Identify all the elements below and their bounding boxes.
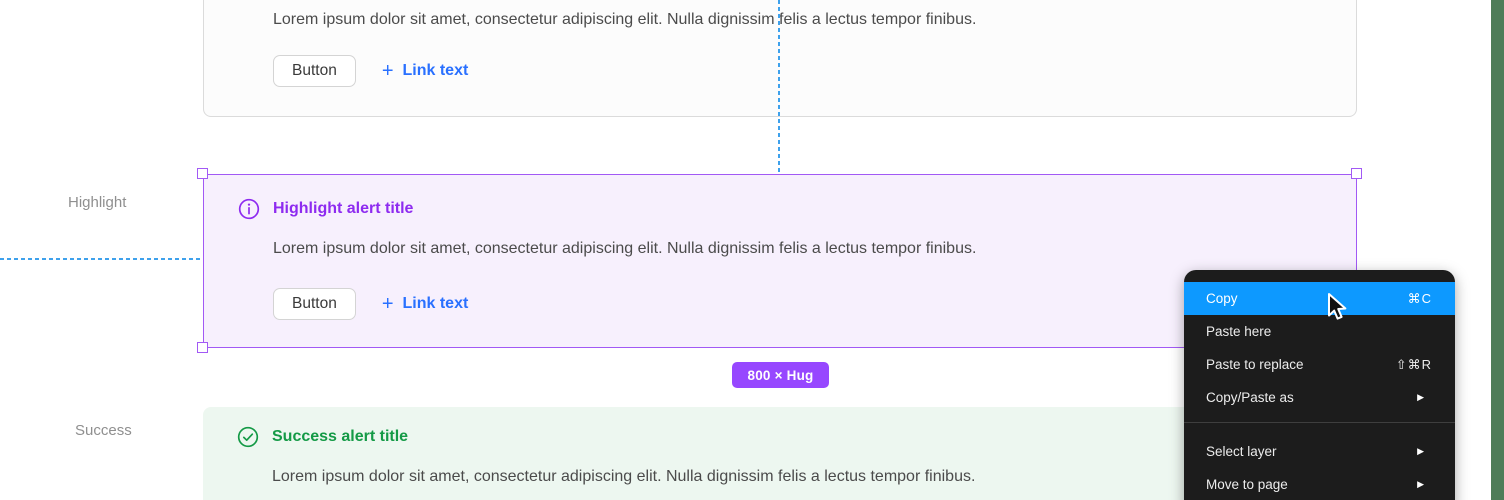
- info-circle-icon: [238, 198, 260, 220]
- alert-body-text: Lorem ipsum dolor sit amet, consectetur …: [273, 11, 977, 28]
- cursor-icon: [1322, 291, 1352, 330]
- menu-item-label: Paste to replace: [1206, 357, 1304, 372]
- selection-handle-top-right[interactable]: [1351, 168, 1362, 179]
- check-circle-icon: [237, 426, 259, 448]
- submenu-arrow-icon: ▶: [1417, 446, 1424, 457]
- alert-body-text: Lorem ipsum dolor sit amet, consectetur …: [273, 240, 977, 257]
- plus-icon: +: [381, 293, 394, 315]
- alert-button[interactable]: Button: [273, 288, 356, 320]
- menu-item-select-layer[interactable]: Select layer ▶: [1184, 435, 1455, 468]
- alert-title-highlight: Highlight alert title: [273, 200, 414, 217]
- menu-shortcut: ⇧⌘R: [1395, 356, 1432, 372]
- selection-handle-top-left[interactable]: [197, 168, 208, 179]
- menu-item-label: Copy: [1206, 291, 1238, 306]
- alert-actions: Button + Link text: [273, 55, 468, 87]
- menu-shortcut: ⌘C: [1407, 290, 1432, 306]
- menu-item-label: Copy/Paste as: [1206, 390, 1294, 405]
- vertical-guide-line: [778, 0, 780, 174]
- menu-item-move-to-page[interactable]: Move to page ▶: [1184, 468, 1455, 500]
- menu-item-copy[interactable]: Copy ⌘C: [1184, 282, 1455, 315]
- alert-card-top[interactable]: Lorem ipsum dolor sit amet, consectetur …: [203, 0, 1357, 117]
- submenu-arrow-icon: ▶: [1417, 479, 1424, 490]
- side-label-success: Success: [75, 422, 132, 439]
- alert-body-text: Lorem ipsum dolor sit amet, consectetur …: [272, 468, 976, 485]
- menu-item-paste-to-replace[interactable]: Paste to replace ⇧⌘R: [1184, 348, 1455, 381]
- menu-item-label: Paste here: [1206, 324, 1272, 339]
- context-menu: Copy ⌘C Paste here Paste to replace ⇧⌘R …: [1184, 270, 1455, 500]
- alert-link-label: Link text: [402, 295, 469, 312]
- alert-card-highlight[interactable]: Highlight alert title Lorem ipsum dolor …: [203, 174, 1357, 348]
- selection-handle-bottom-left[interactable]: [197, 342, 208, 353]
- alert-button[interactable]: Button: [273, 55, 356, 87]
- alert-link[interactable]: + Link text: [382, 61, 468, 81]
- side-label-highlight: Highlight: [68, 194, 127, 211]
- horizontal-guide-line: [0, 258, 202, 260]
- alert-card-success[interactable]: Success alert title Lorem ipsum dolor si…: [203, 407, 1357, 500]
- menu-item-label: Move to page: [1206, 477, 1288, 492]
- alert-link[interactable]: + Link text: [382, 294, 468, 314]
- menu-item-label: Select layer: [1206, 444, 1277, 459]
- menu-item-paste-here[interactable]: Paste here: [1184, 315, 1455, 348]
- alert-link-label: Link text: [402, 62, 469, 79]
- menu-divider: [1184, 422, 1455, 423]
- alert-title-success: Success alert title: [272, 428, 409, 445]
- alert-actions: Button + Link text: [273, 288, 468, 320]
- submenu-arrow-icon: ▶: [1417, 392, 1424, 403]
- right-edge-strip: [1491, 0, 1504, 500]
- plus-icon: +: [381, 60, 394, 82]
- selection-size-badge: 800 × Hug: [732, 362, 829, 388]
- menu-item-copy-paste-as[interactable]: Copy/Paste as ▶: [1184, 381, 1455, 414]
